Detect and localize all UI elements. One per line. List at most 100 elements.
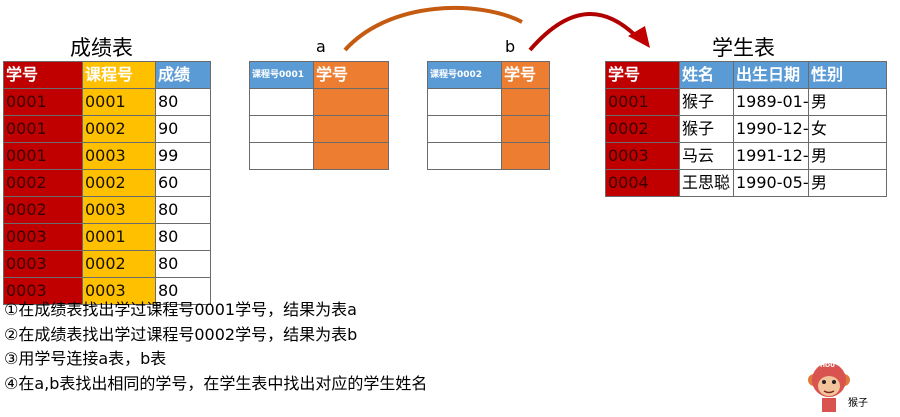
- table-row: [249, 88, 389, 116]
- student-id-cell: 0003: [3, 277, 83, 305]
- table-b-label: b: [505, 37, 516, 56]
- gender-cell: 男: [808, 142, 887, 170]
- table-a-header-row: 课程号0001 学号: [249, 61, 389, 89]
- course-id-cell: 0002: [82, 115, 156, 143]
- birthdate-cell: 1990-05-: [733, 169, 809, 197]
- table-row: [427, 142, 550, 170]
- student-id-cell: 0002: [3, 196, 83, 224]
- score-header-course-id: 课程号: [82, 61, 156, 89]
- table-a: 课程号0001 学号: [249, 61, 389, 170]
- score-cell: 60: [155, 169, 211, 197]
- course-id-cell: 0001: [82, 88, 156, 116]
- score-cell: 80: [155, 196, 211, 224]
- student-id-cell: 0001: [3, 115, 83, 143]
- table-b-header-row: 课程号0002 学号: [427, 61, 550, 89]
- step-3: ③用学号连接a表，b表: [4, 349, 167, 368]
- step-2: ②在成绩表找出学过课程号0002学号，结果为表b: [4, 324, 358, 344]
- steps-list: ①在成绩表找出学过课程号0001学号，结果为表a ②在成绩表找出学过课程号000…: [4, 298, 427, 396]
- empty-cell: [427, 142, 502, 170]
- course-id-cell: 0003: [82, 142, 156, 170]
- score-table-title: 成绩表: [70, 36, 133, 60]
- score-header-student-id: 学号: [3, 61, 83, 89]
- student-id-cell: 0003: [3, 250, 83, 278]
- monkey-logo: HOU 猴子: [806, 358, 870, 412]
- step-1: ①在成绩表找出学过课程号0001学号，结果为表a: [4, 300, 357, 319]
- student-id-cell: 0004: [605, 169, 680, 197]
- birthdate-cell: 1991-12-: [733, 142, 809, 170]
- table-row: [249, 115, 389, 143]
- table-a-header-course: 课程号0001: [249, 61, 314, 89]
- score-cell: 80: [155, 277, 211, 305]
- table-a-header-student-id: 学号: [313, 61, 389, 89]
- student-header-id: 学号: [605, 61, 680, 89]
- course-id-cell: 0003: [82, 196, 156, 224]
- birthdate-cell: 1989-01-: [733, 88, 809, 116]
- score-cell: 80: [155, 223, 211, 251]
- monkey-face-icon: [808, 363, 850, 412]
- gender-cell: 女: [808, 115, 887, 143]
- empty-cell: [249, 88, 314, 116]
- empty-cell: [313, 88, 389, 116]
- arrows-layer: [343, 5, 650, 52]
- score-cell: 90: [155, 115, 211, 143]
- name-cell: 猴子: [679, 88, 734, 116]
- table-b: 课程号0002 学号: [427, 61, 550, 170]
- empty-cell: [249, 115, 314, 143]
- course-id-cell: 0003: [82, 277, 156, 305]
- student-id-cell: 0002: [3, 169, 83, 197]
- student-table-title: 学生表: [712, 36, 775, 60]
- gender-cell: 男: [808, 169, 887, 197]
- arrow-b-to-student-table: [528, 12, 640, 52]
- score-cell: 99: [155, 142, 211, 170]
- step-4: ④在a,b表找出相同的学号，在学生表中找出对应的学生姓名: [4, 373, 428, 393]
- empty-cell: [501, 88, 550, 116]
- arrow-a-to-b: [343, 5, 523, 52]
- table-a-label: a: [316, 37, 326, 56]
- course-id-cell: 0002: [82, 169, 156, 197]
- table-row: [427, 88, 550, 116]
- gender-cell: 男: [808, 88, 887, 116]
- empty-cell: [313, 142, 389, 170]
- empty-cell: [501, 142, 550, 170]
- empty-cell: [249, 142, 314, 170]
- student-id-cell: 0001: [3, 142, 83, 170]
- score-table-header-row: 学号 课程号 成绩: [3, 61, 211, 89]
- student-header-gender: 性别: [808, 61, 887, 89]
- table-row: [249, 142, 389, 170]
- logo-badge: HOU: [820, 362, 835, 369]
- logo-caption: 猴子: [848, 398, 868, 409]
- empty-cell: [313, 115, 389, 143]
- empty-cell: [501, 115, 550, 143]
- empty-cell: [427, 88, 502, 116]
- name-cell: 猴子: [679, 115, 734, 143]
- arrow-head-icon: [628, 26, 650, 48]
- student-id-cell: 0003: [3, 223, 83, 251]
- score-header-score: 成绩: [155, 61, 211, 89]
- table-b-header-student-id: 学号: [501, 61, 550, 89]
- student-id-cell: 0003: [605, 142, 680, 170]
- course-id-cell: 0002: [82, 250, 156, 278]
- student-id-cell: 0002: [605, 115, 680, 143]
- birthdate-cell: 1990-12-: [733, 115, 809, 143]
- student-header-name: 姓名: [679, 61, 734, 89]
- score-cell: 80: [155, 250, 211, 278]
- student-id-cell: 0001: [3, 88, 83, 116]
- student-id-cell: 0001: [605, 88, 680, 116]
- name-cell: 王思聪: [679, 169, 734, 197]
- empty-cell: [427, 115, 502, 143]
- name-cell: 马云: [679, 142, 734, 170]
- course-id-cell: 0001: [82, 223, 156, 251]
